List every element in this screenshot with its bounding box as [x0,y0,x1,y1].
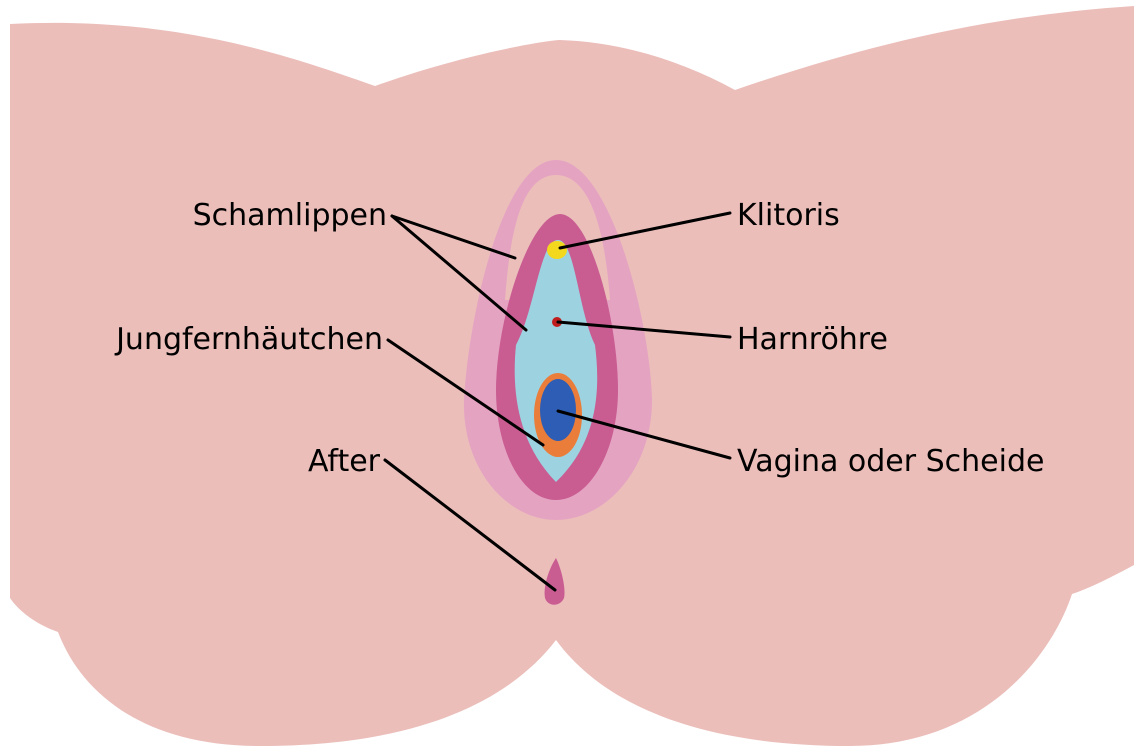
label-jungfernhaeutchen: Jungfernhäutchen [114,322,383,357]
label-vagina: Vagina oder Scheide [737,444,1044,479]
label-schamlippen: Schamlippen [193,198,387,233]
clitoris [547,241,567,259]
label-after: After [308,444,381,479]
label-klitoris: Klitoris [737,198,840,233]
label-harnroehre: Harnröhre [737,322,888,357]
